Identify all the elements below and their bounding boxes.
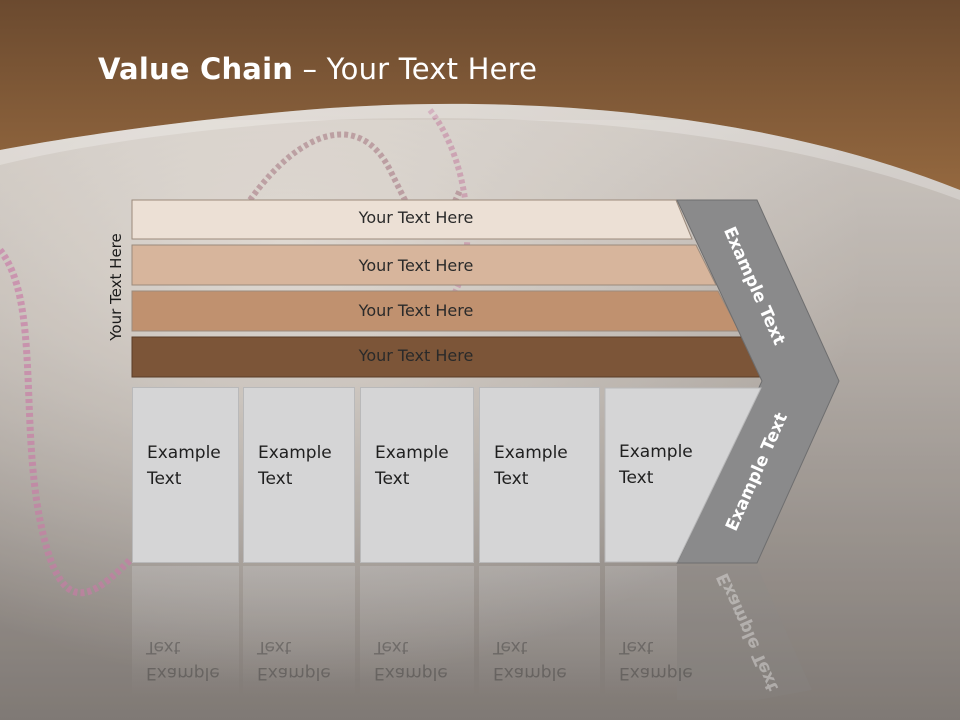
box-5-shape	[604, 387, 762, 563]
band-1	[131, 199, 693, 240]
title-rest: – Your Text Here	[293, 52, 538, 86]
title-bold: Value Chain	[98, 52, 294, 86]
band-1-label: Your Text Here	[358, 208, 474, 227]
band-2	[131, 244, 717, 286]
slide-title: Value Chain – Your Text Here	[98, 52, 537, 86]
band-3-label: Your Text Here	[358, 301, 474, 320]
chevron-shape	[676, 199, 840, 564]
side-label: Your Text Here	[107, 233, 125, 341]
band-2-label: Your Text Here	[358, 256, 474, 275]
band-4-label: Your Text Here	[358, 346, 474, 365]
